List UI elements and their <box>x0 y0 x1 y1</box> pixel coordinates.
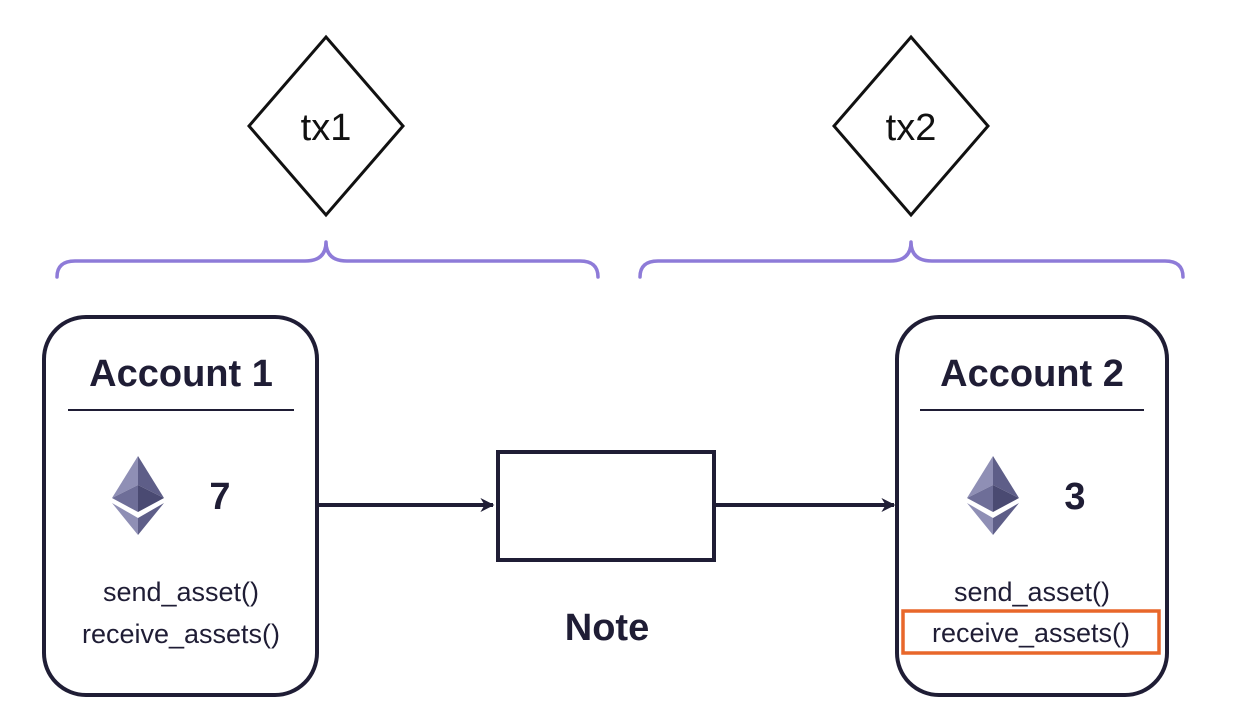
account-2-title: Account 2 <box>940 353 1124 395</box>
note-box <box>496 450 716 562</box>
account-1-send-asset-function: send_asset() <box>103 577 259 607</box>
tx2-diamond <box>832 34 990 218</box>
account-1-box <box>42 315 319 697</box>
account-2-receive-assets-function: receive_assets() <box>932 618 1130 648</box>
account-1-receive-assets-function: receive_assets() <box>82 619 280 649</box>
account-2-highlight-box <box>901 609 1161 655</box>
tx1-scope-brace <box>55 240 600 279</box>
ethereum-icon <box>967 456 1019 535</box>
account-1-card: Account 1 7 send_asset() receive_assets(… <box>42 315 319 697</box>
tx2-scope-brace <box>638 240 1185 279</box>
tx2-label: tx2 <box>886 107 937 149</box>
account-2-send-asset-function: send_asset() <box>954 577 1110 607</box>
account-1-balance: 7 <box>209 476 230 518</box>
tx1-diamond <box>247 34 405 218</box>
tx2-node: tx2 <box>832 34 990 218</box>
account-1-title: Account 1 <box>89 353 273 395</box>
account-2-card: Account 2 3 send_asset() receive_assets(… <box>895 315 1169 697</box>
note-label: Note <box>565 607 649 649</box>
ethereum-icon <box>112 456 164 535</box>
account-2-box <box>895 315 1169 697</box>
note-node: Note <box>496 450 716 649</box>
tx1-label: tx1 <box>301 107 352 149</box>
tx1-node: tx1 <box>247 34 405 218</box>
account-2-balance: 3 <box>1064 476 1085 518</box>
